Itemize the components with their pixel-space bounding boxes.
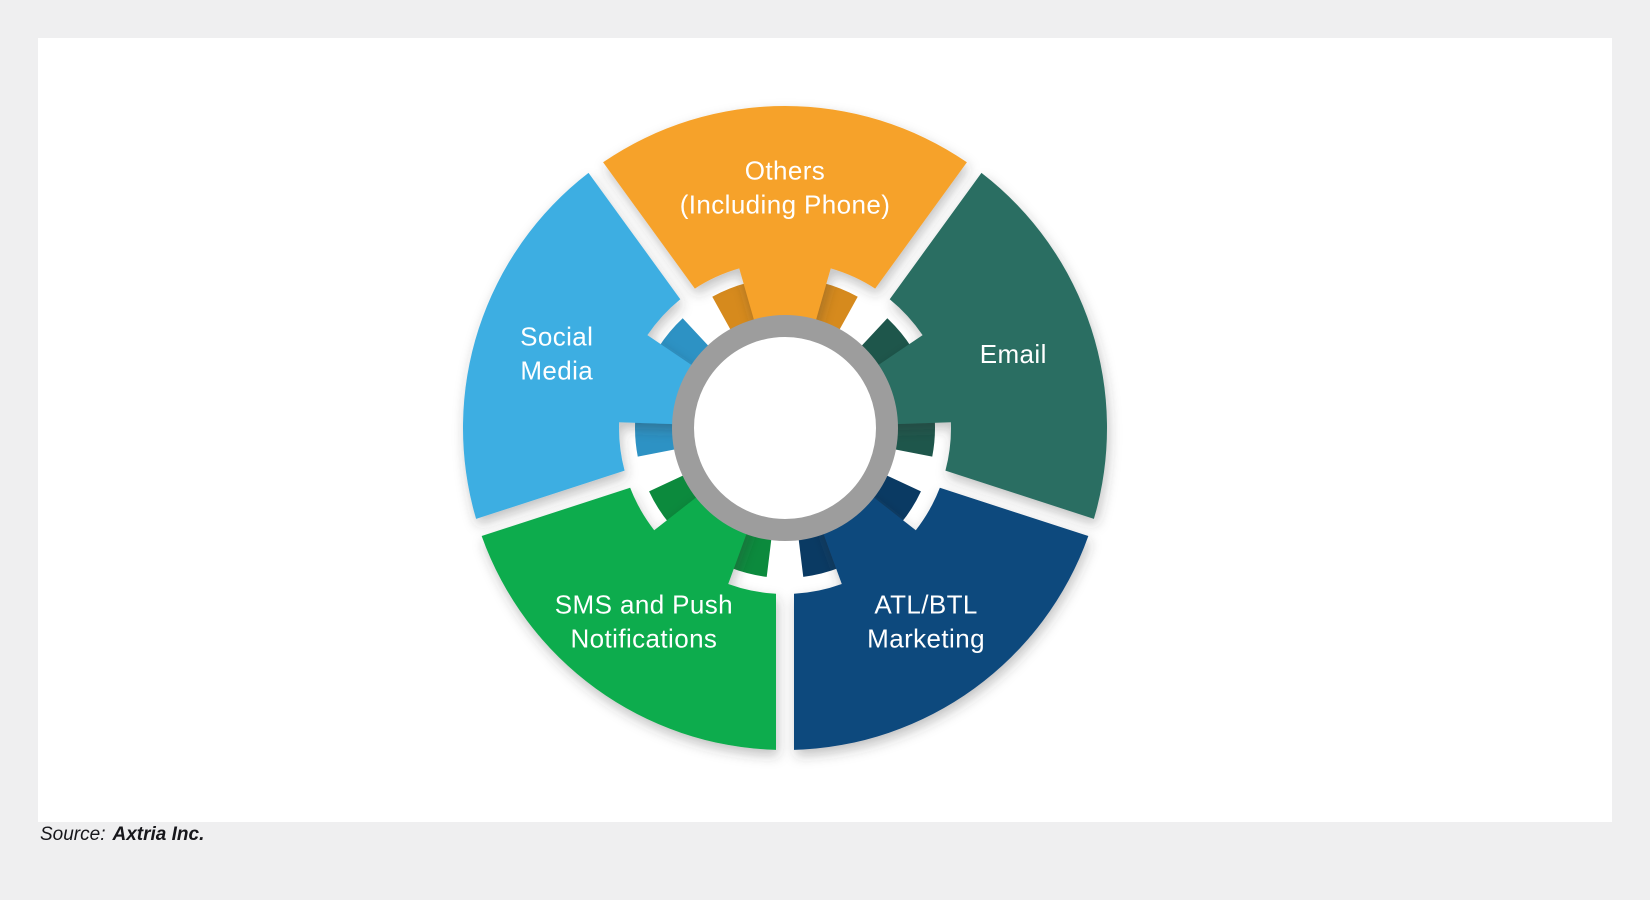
segment-sms-push-notifications <box>481 487 776 750</box>
segment-email <box>867 172 1107 519</box>
center-ring <box>672 315 898 541</box>
segment-others <box>603 106 967 332</box>
center-ring-layer <box>672 315 898 541</box>
diagram-canvas <box>463 106 1107 750</box>
source-note: Source: Axtria Inc. <box>40 824 204 846</box>
segment-wedges <box>463 106 1107 750</box>
source-name: Axtria Inc. <box>112 824 205 845</box>
source-prefix: Source: <box>40 824 106 845</box>
segment-atl-btl-marketing <box>794 487 1089 750</box>
segment-social-media <box>463 172 703 519</box>
